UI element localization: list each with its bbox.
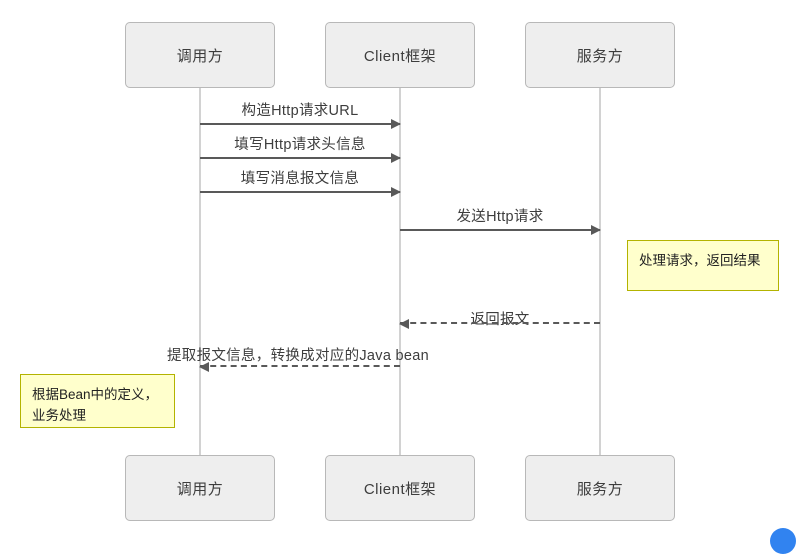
message-arrow-1 bbox=[200, 119, 401, 129]
participant-server-top-label: 服务方 bbox=[576, 47, 624, 65]
message-arrow-6 bbox=[199, 362, 400, 372]
message-arrow-3 bbox=[200, 187, 401, 197]
participant-client-bottom[interactable]: Client框架 bbox=[325, 455, 475, 521]
participant-caller-bottom-label: 调用方 bbox=[176, 480, 224, 498]
sequence-diagram-canvas: 调用方 Client框架 服务方 构造Http请求URL 填写Http请求头信息… bbox=[20, 22, 796, 554]
participant-client-top-label: Client框架 bbox=[363, 47, 437, 65]
message-label-4: 发送Http请求 bbox=[456, 209, 544, 225]
note-caller-business-text: 根据Bean中的定义，业务处理 bbox=[32, 387, 159, 423]
arrowhead-right-icon bbox=[391, 187, 401, 197]
arrowhead-left-icon bbox=[199, 362, 209, 372]
participant-server-top[interactable]: 服务方 bbox=[525, 22, 675, 88]
message-arrow-5 bbox=[399, 319, 600, 329]
participant-caller-top[interactable]: 调用方 bbox=[125, 22, 275, 88]
arrowhead-right-icon bbox=[391, 153, 401, 163]
participant-server-bottom[interactable]: 服务方 bbox=[525, 455, 675, 521]
participant-caller-top-label: 调用方 bbox=[176, 47, 224, 65]
arrowhead-right-icon bbox=[591, 225, 601, 235]
note-server-processing-text: 处理请求，返回结果 bbox=[639, 253, 761, 268]
lifeline-caller bbox=[199, 88, 201, 455]
message-arrow-2 bbox=[200, 153, 401, 163]
lifeline-client bbox=[399, 88, 401, 455]
participant-client-bottom-label: Client框架 bbox=[363, 480, 437, 498]
arrowhead-right-icon bbox=[391, 119, 401, 129]
message-arrow-4 bbox=[400, 225, 601, 235]
message-label-6: 提取报文信息，转换成对应的Java bean bbox=[166, 348, 429, 364]
lifeline-server bbox=[599, 88, 601, 455]
arrowhead-left-icon bbox=[399, 319, 409, 329]
participant-server-bottom-label: 服务方 bbox=[576, 480, 624, 498]
message-label-1: 构造Http请求URL bbox=[241, 103, 359, 119]
participant-client-top[interactable]: Client框架 bbox=[325, 22, 475, 88]
participant-caller-bottom[interactable]: 调用方 bbox=[125, 455, 275, 521]
message-label-2: 填写Http请求头信息 bbox=[234, 137, 366, 153]
note-caller-business: 根据Bean中的定义，业务处理 bbox=[20, 374, 175, 428]
message-label-5: 返回报文 bbox=[470, 312, 530, 328]
blue-dot-icon bbox=[770, 528, 796, 554]
note-server-processing: 处理请求，返回结果 bbox=[627, 240, 779, 291]
message-label-3: 填写消息报文信息 bbox=[240, 171, 360, 187]
